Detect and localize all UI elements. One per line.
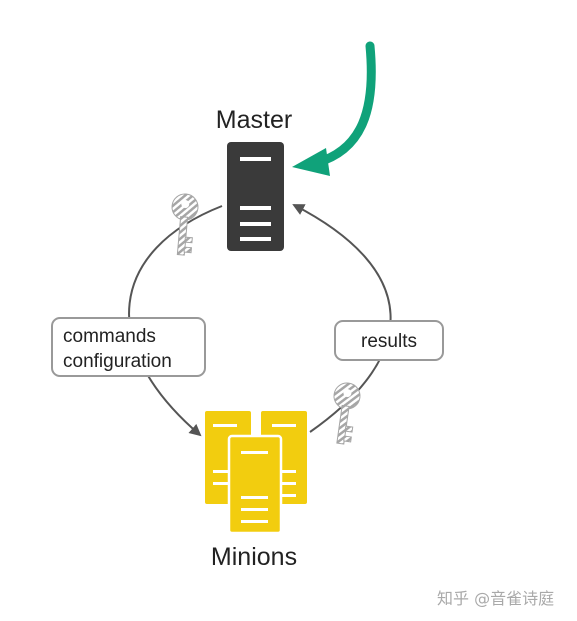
server-icon xyxy=(227,434,283,535)
server-icon xyxy=(227,142,284,251)
key-icon xyxy=(167,192,200,257)
master-label: Master xyxy=(216,106,292,134)
results-box: results xyxy=(334,320,444,361)
minions-label: Minions xyxy=(211,543,297,571)
results-label: results xyxy=(361,331,417,352)
commands-box: commands configuration xyxy=(51,317,206,377)
key-icon xyxy=(326,380,363,446)
commands-label: commands xyxy=(63,326,156,347)
watermark: 知乎 @音雀诗庭 xyxy=(437,589,554,608)
curved-arrow-icon xyxy=(292,41,376,176)
configuration-label: configuration xyxy=(63,351,172,372)
